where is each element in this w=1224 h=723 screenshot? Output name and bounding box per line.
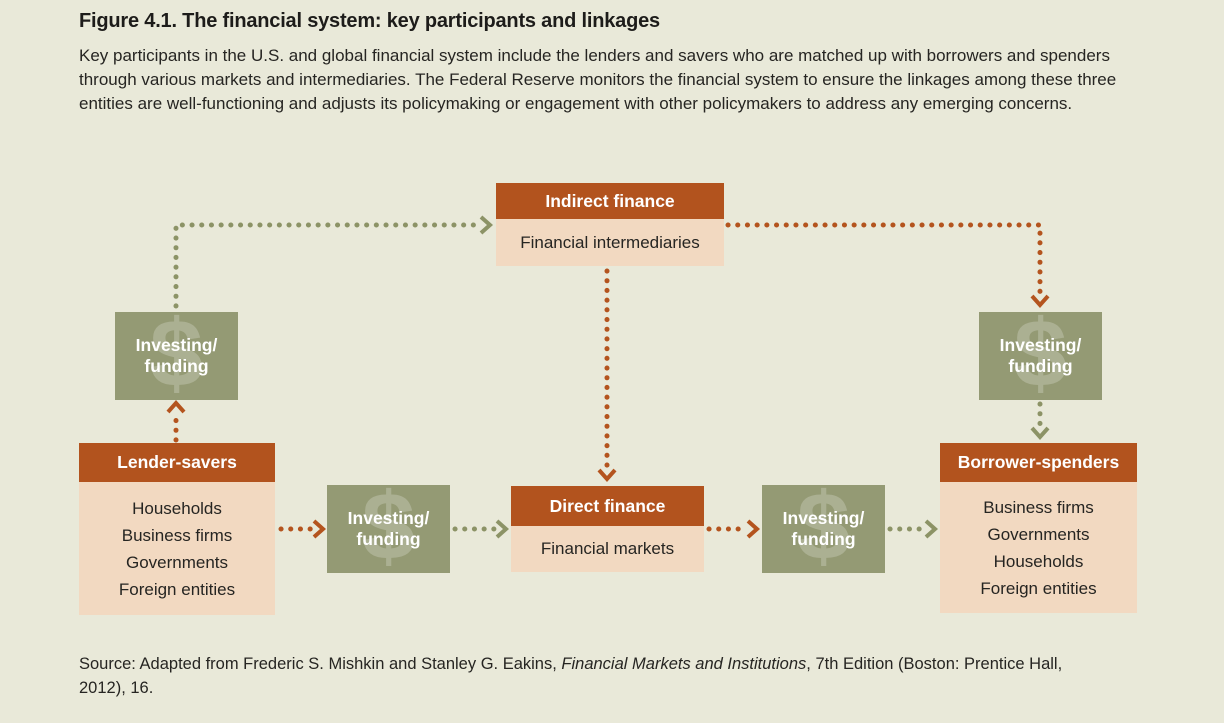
- figure-description: Key participants in the U.S. and global …: [79, 46, 1117, 113]
- list-item: Households: [132, 498, 222, 518]
- figure-source: Source: Adapted from Frederic S. Mishkin…: [79, 655, 1063, 697]
- lender-savers-header: Lender-savers: [79, 443, 275, 482]
- arrowhead-down-icon: [597, 468, 617, 483]
- arrowhead-right-icon: [479, 215, 494, 235]
- figure-title: Figure 4.1. The financial system: key pa…: [79, 10, 660, 32]
- list-item: Foreign entities: [980, 578, 1097, 598]
- arrow-indirect-finance-to-investing-upper-right: [725, 222, 1043, 297]
- investing-funding-label: Investing/ funding: [347, 508, 430, 549]
- investing-funding-label: Investing/ funding: [135, 335, 218, 376]
- lender-savers-list: Households Business firms Governments Fo…: [79, 482, 275, 615]
- direct-finance-header: Direct finance: [511, 486, 704, 526]
- arrowhead-right-icon: [312, 519, 327, 539]
- investing-funding-box-mid-right: $ Investing/ funding: [762, 485, 885, 573]
- arrowhead-up-icon: [166, 399, 186, 414]
- investing-funding-box-upper-right: $ Investing/ funding: [979, 312, 1102, 400]
- list-item: Households: [993, 551, 1084, 571]
- list-item: Governments: [125, 552, 229, 572]
- arrowhead-down-icon: [1030, 426, 1050, 441]
- indirect-finance-header: Indirect finance: [496, 183, 724, 219]
- list-item: Governments: [987, 524, 1090, 544]
- list-item: Foreign entities: [118, 579, 236, 599]
- borrower-spenders-box: Borrower-spenders Business firms Governm…: [940, 443, 1137, 613]
- borrower-spenders-header: Borrower-spenders: [940, 443, 1137, 482]
- investing-funding-label: Investing/ funding: [782, 508, 865, 549]
- arrowhead-right-icon: [746, 519, 761, 539]
- indirect-finance-box: Indirect finance Financial intermediarie…: [496, 183, 724, 266]
- source-book-title: Financial Markets and Institutions: [561, 655, 807, 673]
- investing-funding-box-upper-left: $ Investing/ funding: [115, 312, 238, 400]
- borrower-spenders-list: Business firms Governments Households Fo…: [940, 482, 1137, 613]
- direct-finance-box: Direct finance Financial markets: [511, 486, 704, 572]
- investing-funding-box-mid-left: $ Investing/ funding: [327, 485, 450, 573]
- investing-funding-label: Investing/ funding: [999, 335, 1082, 376]
- list-item: Business firms: [983, 497, 1094, 517]
- arrowhead-right-icon: [924, 519, 939, 539]
- direct-finance-body: Financial markets: [511, 526, 704, 572]
- indirect-finance-body: Financial intermediaries: [496, 219, 724, 266]
- list-item: Business firms: [121, 525, 233, 545]
- arrow-investing-upper-left-to-indirect-finance: [173, 222, 481, 309]
- arrowhead-right-icon: [495, 519, 510, 539]
- lender-savers-box: Lender-savers Households Business firms …: [79, 443, 275, 615]
- arrowhead-down-icon: [1030, 294, 1050, 309]
